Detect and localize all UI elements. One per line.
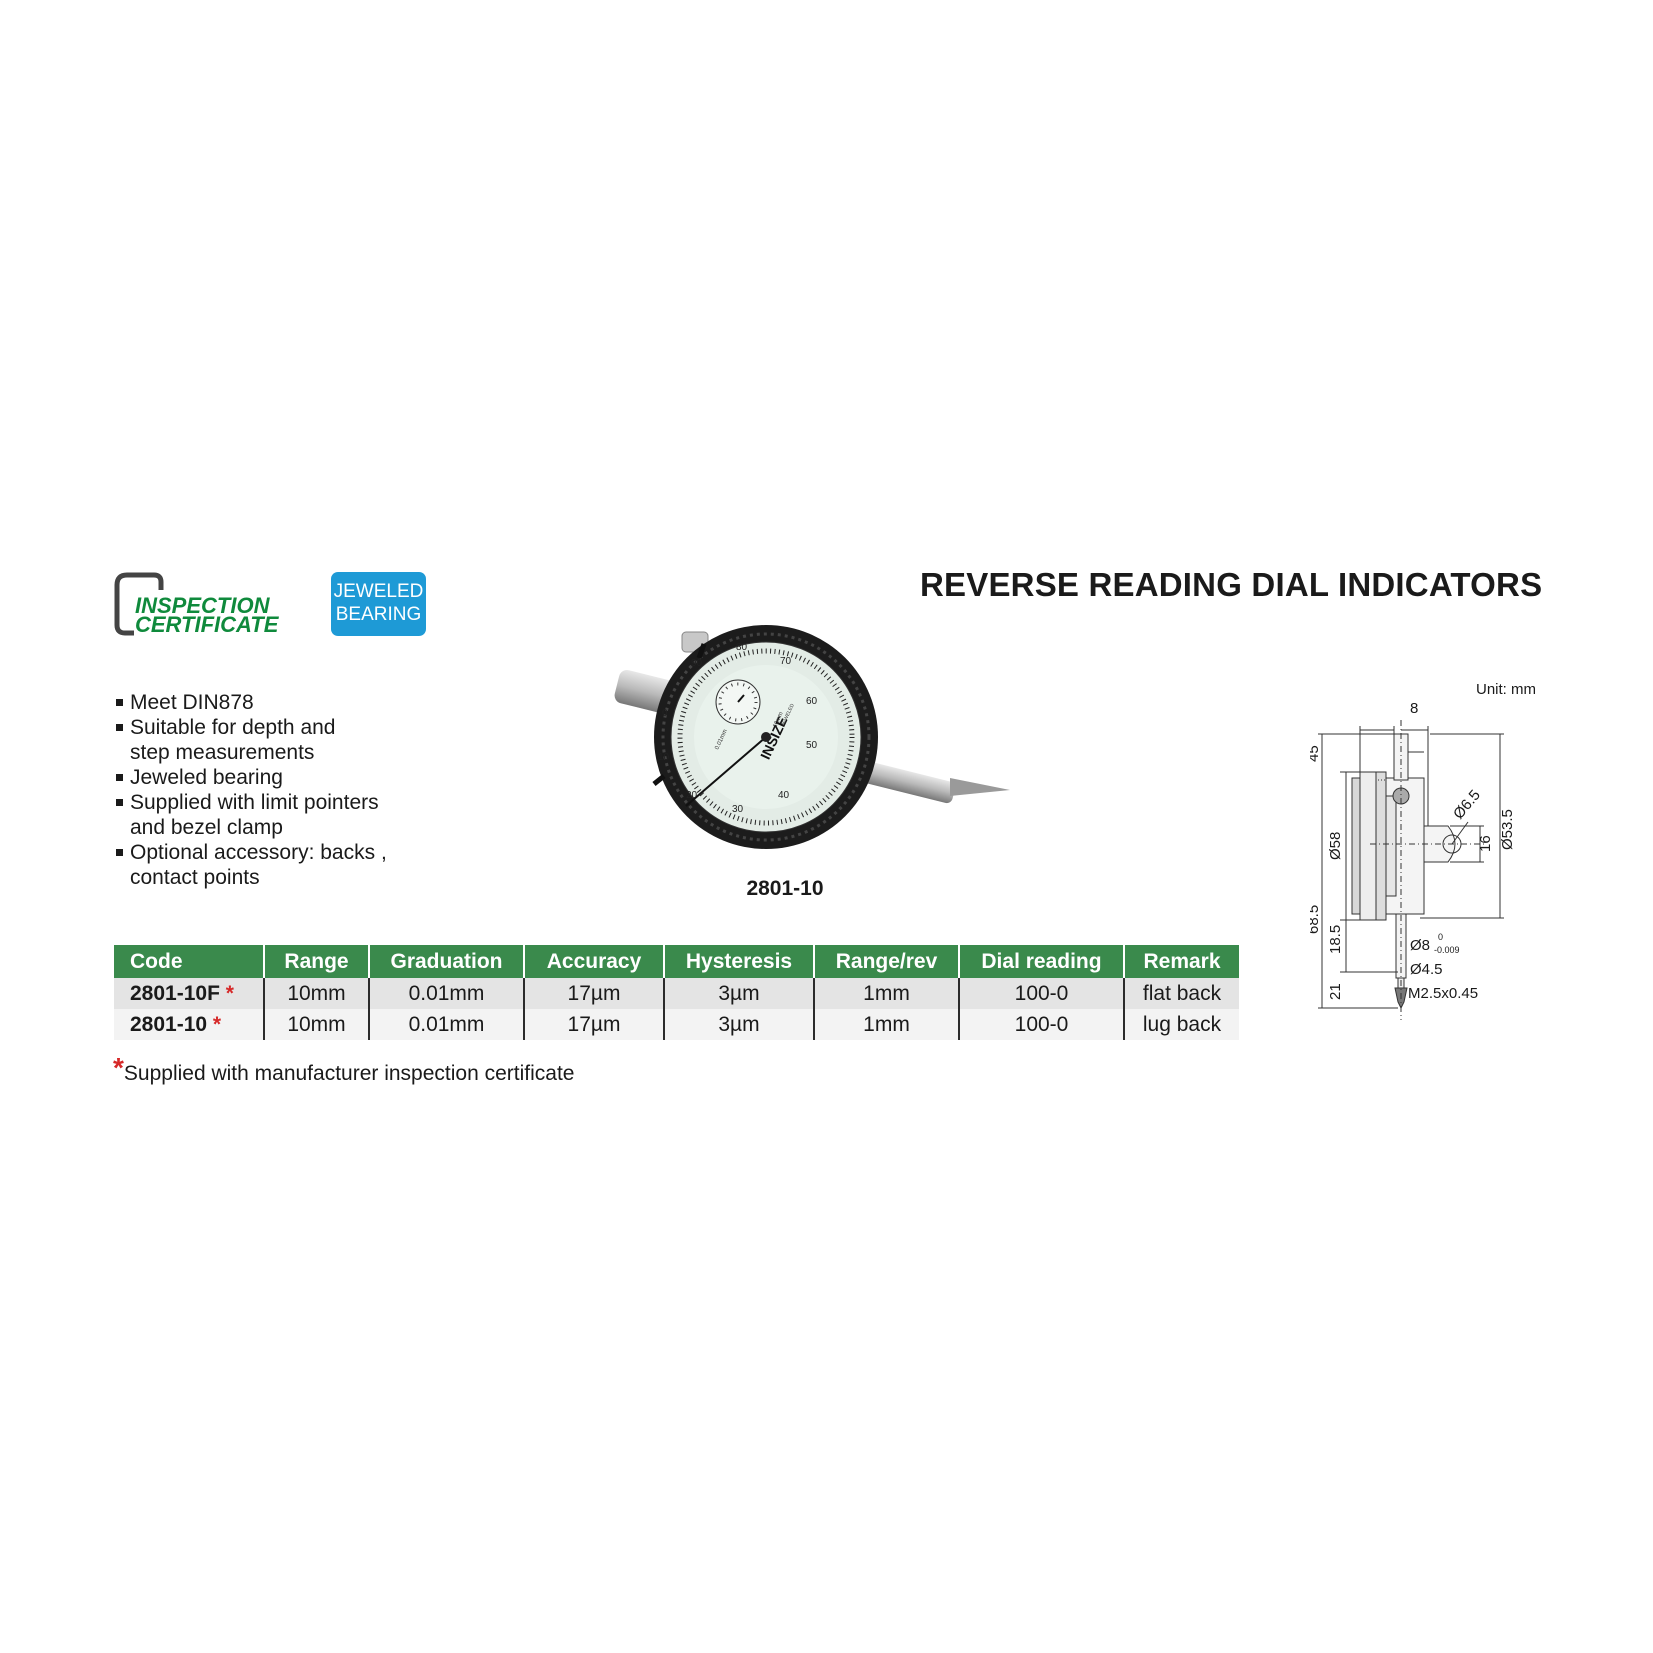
dimension-label: Ø6.5	[1450, 787, 1484, 823]
remark-cell: lug back	[1124, 1009, 1239, 1040]
graduation-cell: 0.01mm	[369, 978, 525, 1009]
column-header: Accuracy	[524, 945, 665, 978]
feature-item: Optional accessory: backs ,	[114, 840, 454, 865]
dimension-label: M2.5x0.45	[1408, 985, 1478, 1002]
dial-number: 90	[691, 658, 703, 669]
unit-label: Unit: mm	[1476, 681, 1536, 698]
range-rev-cell: 1mm	[814, 1009, 960, 1040]
certificate-star: *	[225, 981, 234, 1005]
feature-item: step measurements	[130, 741, 315, 764]
range-cell: 10mm	[264, 978, 370, 1009]
dial-number: 60	[806, 696, 818, 707]
dimension-label: 21	[1327, 983, 1344, 1000]
dial-reading-cell: 100-0	[959, 1009, 1125, 1040]
spec-table: Code Range Graduation Accuracy Hysteresi…	[114, 945, 1239, 1040]
dial-reading-cell: 100-0	[959, 978, 1125, 1009]
feature-item: and bezel clamp	[130, 816, 283, 839]
column-header: Remark	[1124, 945, 1239, 978]
dial-number: 80	[736, 642, 748, 653]
table-row: 2801-10F * 10mm 0.01mm 17µm 3µm 1mm 100-…	[114, 978, 1239, 1009]
range-rev-cell: 1mm	[814, 978, 960, 1009]
table-header-row: Code Range Graduation Accuracy Hysteresi…	[114, 945, 1239, 978]
remark-cell: flat back	[1124, 978, 1239, 1009]
column-header: Dial reading	[959, 945, 1125, 978]
table-row: 2801-10 * 10mm 0.01mm 17µm 3µm 1mm 100-0…	[114, 1009, 1239, 1040]
dimension-label: 8	[1410, 700, 1418, 717]
dial-indicator-image: 90 80 70 60 50 40 30 20 10 0 INSIZE 10mm…	[600, 620, 1020, 860]
dial-number: 50	[806, 740, 818, 751]
hysteresis-cell: 3µm	[664, 978, 815, 1009]
tolerance-upper: 0	[1438, 932, 1443, 942]
range-cell: 10mm	[264, 1009, 370, 1040]
accuracy-cell: 17µm	[524, 1009, 665, 1040]
dimension-label: Ø58	[1327, 832, 1344, 860]
product-caption: 2801-10	[746, 877, 824, 900]
accuracy-cell: 17µm	[524, 978, 665, 1009]
footnote: *Supplied with manufacturer inspection c…	[113, 1052, 575, 1087]
inspection-label: INSPECTION	[135, 593, 271, 618]
dial-number: 70	[780, 656, 792, 667]
feature-item: Supplied with limit pointers	[114, 790, 454, 815]
dimension-drawing: 16 19 8 45 Ø58 Ø6.5 16 Ø53.5 68.5 18.5 Ø…	[1305, 686, 1570, 1040]
dial-number: 40	[778, 790, 790, 801]
dimension-label: 18.5	[1327, 925, 1344, 954]
dimension-label: 45	[1310, 745, 1322, 762]
feature-item: Suitable for depth and	[114, 715, 454, 740]
column-header: Code	[114, 945, 265, 978]
dimension-label: 16	[1368, 700, 1385, 704]
code-cell: 2801-10F *	[114, 978, 265, 1009]
dimension-label: Ø53.5	[1499, 809, 1516, 850]
feature-list: Meet DIN878 Suitable for depth and step …	[114, 690, 454, 890]
hysteresis-cell: 3µm	[664, 1009, 815, 1040]
bearing-label: BEARING	[335, 604, 422, 625]
footnote-text: Supplied with manufacturer inspection ce…	[123, 1062, 575, 1085]
jeweled-label: JEWELED	[333, 581, 424, 602]
column-header: Range	[264, 945, 370, 978]
svg-text:90 80 70 60: 90 80 70 60 50 40 30 20 10 0	[658, 642, 820, 815]
code-cell: 2801-10 *	[114, 1009, 265, 1040]
feature-item: Jeweled bearing	[114, 765, 454, 790]
dial-number: 0	[662, 708, 668, 719]
inspection-certificate-badge: INSPECTION CERTIFICATE	[114, 572, 310, 637]
column-header: Range/rev	[814, 945, 960, 978]
dial-number: 10	[658, 752, 670, 763]
column-header: Hysteresis	[664, 945, 815, 978]
page-title: REVERSE READING DIAL INDICATORS	[920, 566, 1543, 603]
tolerance-lower: -0.009	[1434, 945, 1460, 955]
jeweled-bearing-badge: JEWELED BEARING	[331, 572, 426, 636]
dimension-label: 16	[1477, 835, 1494, 852]
dial-number: 30	[732, 804, 744, 815]
dial-number: 20	[686, 790, 698, 801]
feature-item: contact points	[130, 866, 260, 889]
dimension-label: 68.5	[1310, 905, 1322, 934]
certificate-star: *	[212, 1012, 222, 1036]
dimension-label: Ø4.5	[1410, 961, 1443, 978]
dimension-label: Ø8	[1410, 937, 1430, 954]
feature-item: Meet DIN878	[114, 690, 454, 715]
graduation-cell: 0.01mm	[369, 1009, 525, 1040]
certificate-label: CERTIFICATE	[135, 612, 280, 636]
column-header: Graduation	[369, 945, 525, 978]
footnote-star: *	[113, 1052, 124, 1083]
